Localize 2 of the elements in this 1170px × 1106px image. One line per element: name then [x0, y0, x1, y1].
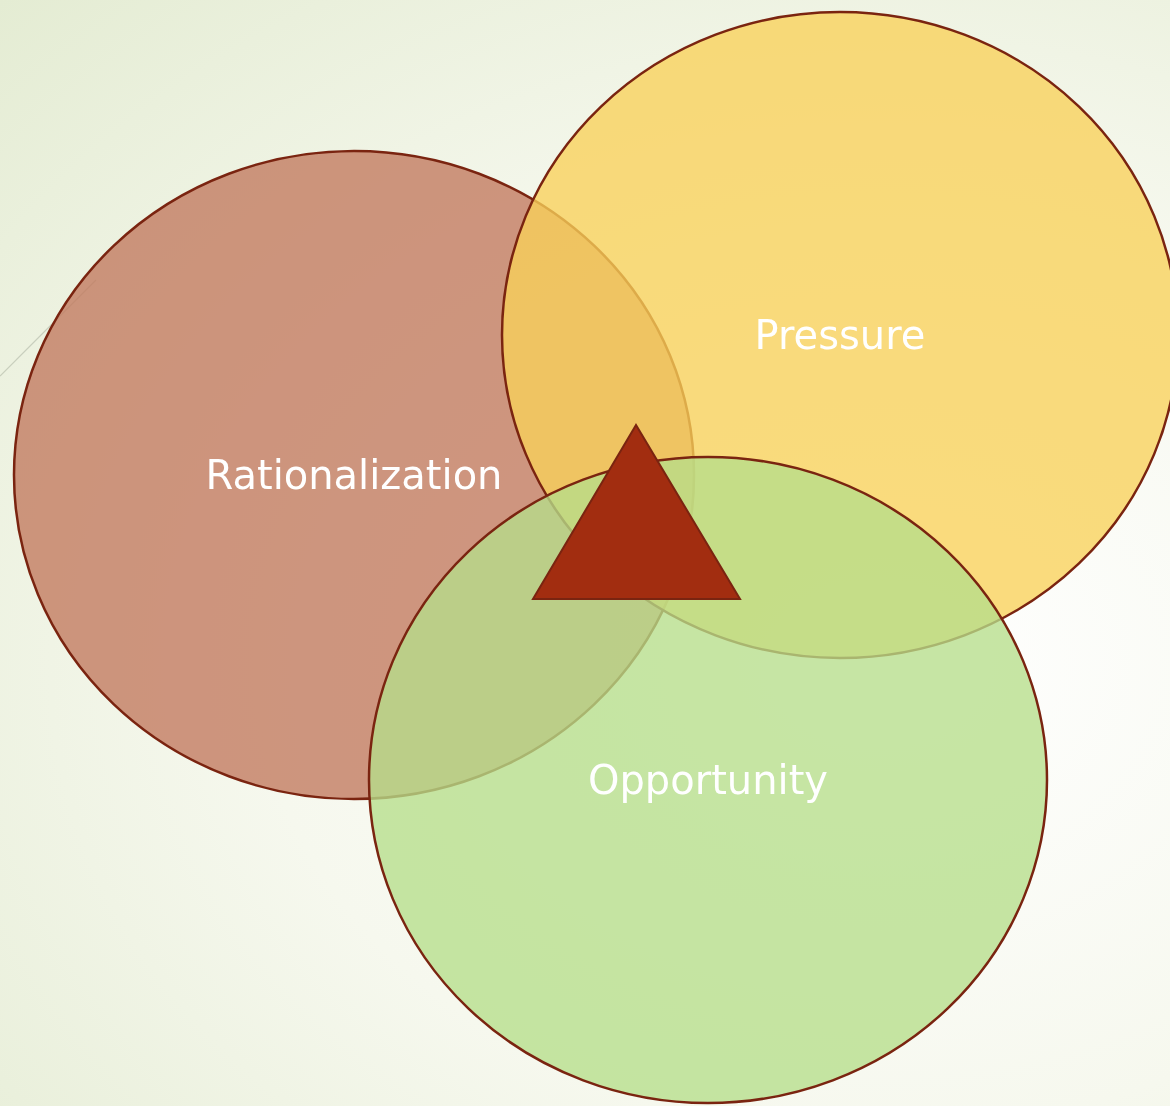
circle-label: Rationalization — [205, 455, 503, 495]
circle-label: Pressure — [754, 315, 926, 355]
